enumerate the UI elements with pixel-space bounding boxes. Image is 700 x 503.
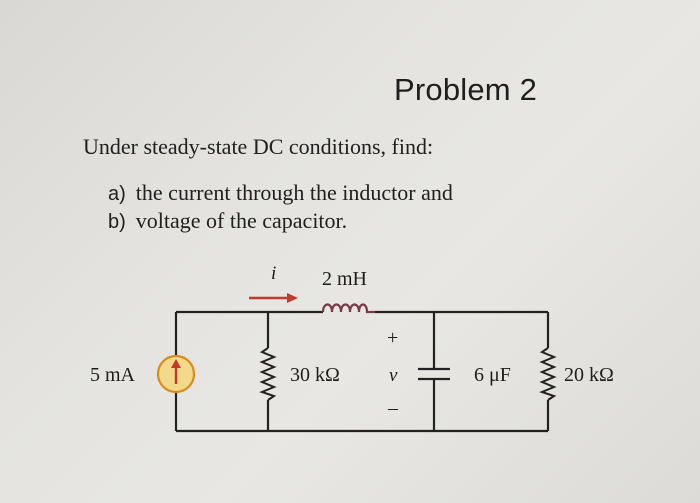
resistor-20k-symbol	[539, 347, 557, 401]
resistor-20k-label: 20 kΩ	[564, 364, 614, 386]
current-source-symbol	[156, 354, 196, 394]
question-a-marker: a)	[108, 183, 126, 205]
question-a: a) the current through the inductor and	[108, 180, 453, 206]
voltage-symbol: v	[389, 365, 398, 386]
source-label: 5 mA	[90, 364, 136, 386]
current-arrow-icon	[249, 293, 298, 303]
problem-intro: Under steady-state DC conditions, find:	[83, 134, 434, 159]
question-b-text: voltage of the capacitor.	[135, 208, 348, 233]
question-b-marker: b)	[108, 211, 126, 233]
resistor-30k-label: 30 kΩ	[290, 364, 340, 386]
voltage-plus-sign: +	[387, 327, 398, 349]
voltage-minus-sign: –	[387, 397, 399, 419]
inductor-label: 2 mH	[322, 268, 367, 290]
capacitor-symbol	[418, 367, 450, 381]
problem-title: Problem 2	[394, 72, 538, 107]
capacitor-label: 6 μF	[474, 364, 511, 386]
question-a-text: the current through the inductor and	[135, 180, 453, 205]
question-b: b) voltage of the capacitor.	[108, 208, 347, 234]
inductor-symbol	[321, 303, 375, 314]
circuit-wires	[174, 310, 550, 433]
current-symbol: i	[271, 263, 276, 284]
resistor-30k-symbol	[259, 347, 277, 401]
